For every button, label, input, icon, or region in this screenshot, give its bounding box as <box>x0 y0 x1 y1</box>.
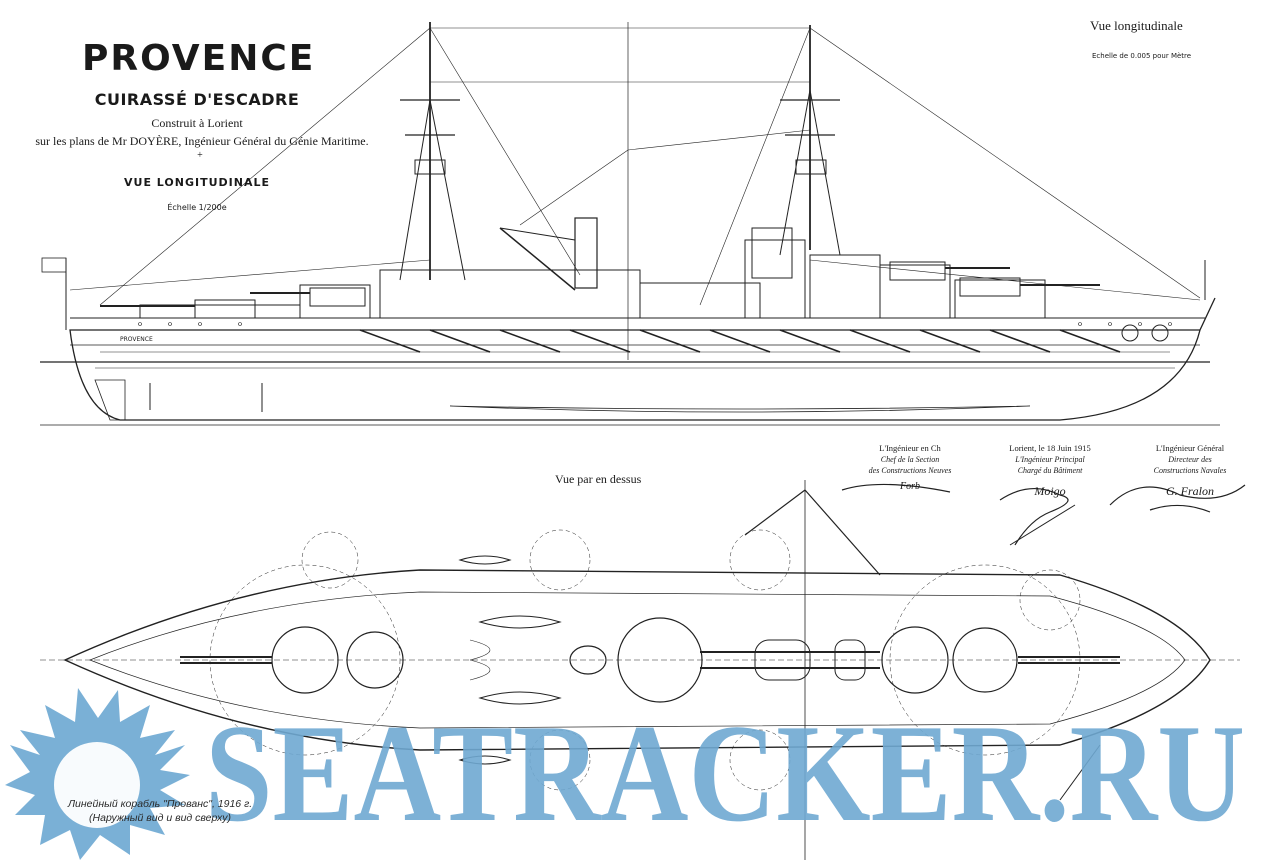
top-view <box>40 480 1240 860</box>
caption-line1: Линейный корабль "Прованс", 1916 г. <box>67 798 253 810</box>
sig2-line3: Chargé du Bâtiment <box>1017 466 1083 475</box>
signature-block-engineer-chief: L'Ingénieur en Ch Chef de la Section des… <box>840 443 980 492</box>
sig2-signature: Moigo <box>1034 484 1066 498</box>
stern-nameplate: PROVENCE <box>120 336 153 343</box>
signature-strokes <box>841 483 1246 546</box>
title-ornament: + <box>197 150 203 161</box>
top-right-scale: Echelle de 0.005 pour Mètre <box>1092 52 1192 60</box>
signature-block-general: L'Ingénieur Général Directeur des Constr… <box>1125 443 1255 497</box>
plans-credit: sur les plans de Mr DOYÈRE, Ingénieur Gé… <box>35 134 369 148</box>
top-view-label: Vue par en dessus <box>555 472 642 486</box>
sig3-line3: Constructions Navales <box>1153 466 1227 475</box>
sig3-title: L'Ingénieur Général <box>1155 443 1225 453</box>
ship-type: CUIRASSÉ D'ESCADRE <box>94 90 300 109</box>
watermark-text: SEATRACKER.RU <box>205 705 1245 835</box>
sig1-line3: des Constructions Neuves <box>868 466 952 475</box>
sig3-signature: G. Fralon <box>1166 484 1214 498</box>
side-view-scale: Échelle 1/200e <box>167 203 227 212</box>
built-at: Construit à Lorient <box>151 116 243 130</box>
caption: Линейный корабль "Прованс", 1916 г. (Нар… <box>60 797 260 825</box>
sig1-line2: Chef de la Section <box>880 455 940 464</box>
sig2-title: Lorient, le 18 Juin 1915 <box>1009 443 1091 453</box>
side-view <box>40 22 1220 426</box>
side-view-label: VUE LONGITUDINALE <box>124 176 270 189</box>
svg-text:SEATRACKER.RU: SEATRACKER.RU <box>205 705 1245 835</box>
signature-block-principal: Lorient, le 18 Juin 1915 L'Ingénieur Pri… <box>985 443 1115 497</box>
sig3-line2: Directeur des <box>1168 455 1212 464</box>
top-right-view-label: Vue longitudinale <box>1090 18 1183 33</box>
ship-title: PROVENCE <box>82 38 316 79</box>
sig1-signature: Forb <box>900 481 920 492</box>
sig1-title: L'Ingénieur en Ch <box>879 443 941 453</box>
caption-line2: (Наружный вид и вид сверху) <box>89 812 231 824</box>
sig2-line2: L'Ingénieur Principal <box>1015 455 1085 464</box>
